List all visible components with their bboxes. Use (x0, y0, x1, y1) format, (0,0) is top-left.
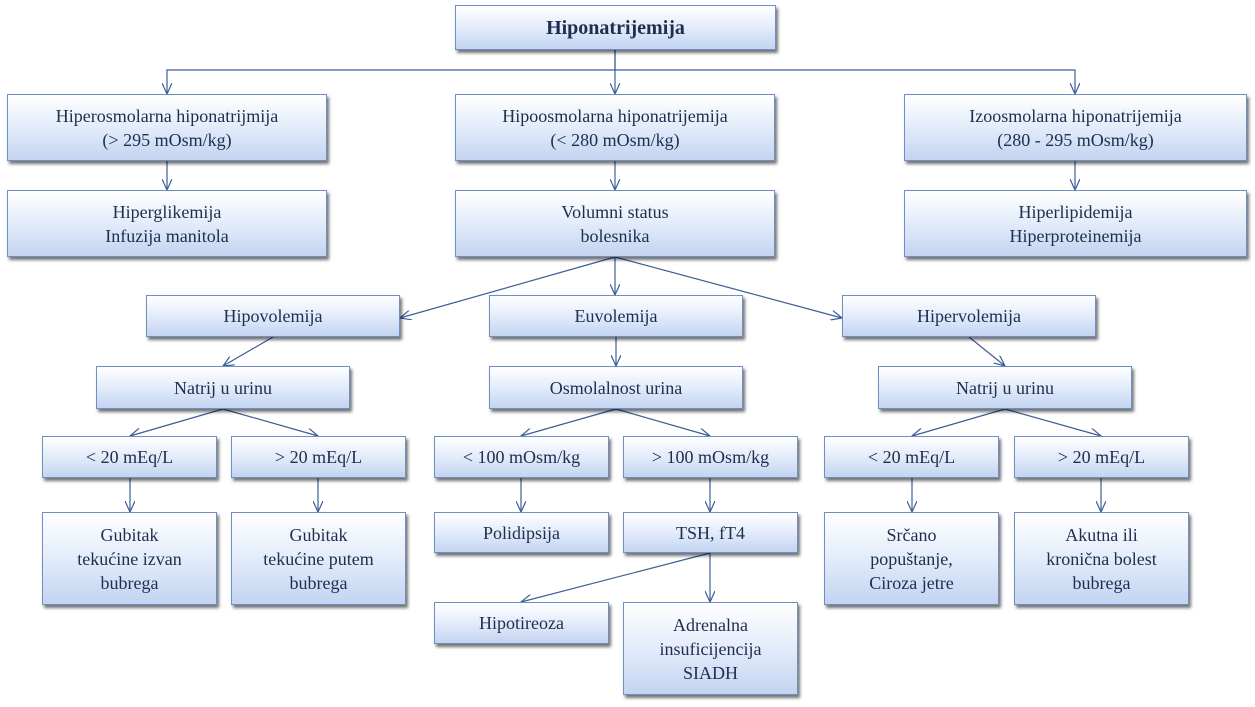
node-gubitak-izvan-bubrega: Gubitak tekućine izvan bubrega (42, 512, 217, 605)
node-text-line: popuštanje, (870, 548, 953, 569)
node-izoosmolarna: Izoosmolarna hiponatrijemija (280 - 295 m… (904, 94, 1247, 161)
node-hipotireoza: Hipotireoza (434, 602, 609, 644)
node-text-line: Hipotireoza (479, 613, 564, 633)
node-text-line: Volumni status (561, 201, 669, 222)
node-text-line: Infuzija manitola (105, 225, 229, 246)
node-text-line: Gubitak (100, 524, 159, 545)
node-text-line: Hiperlipidemija (1018, 201, 1133, 222)
node-text-line: Adrenalna (673, 614, 748, 635)
node-text-line: Izoosmolarna hiponatrijemija (969, 105, 1182, 126)
connector-arrow-root-hyper (167, 50, 616, 94)
node-lt-20-meq-right: < 20 mEq/L (824, 436, 999, 478)
node-text-line: Hiperosmolarna hiponatrijmija (55, 105, 279, 126)
node-text-line: tekućine izvan (77, 548, 182, 569)
node-text-line: > 100 mOsm/kg (651, 447, 770, 467)
node-natrij-u-urinu-right: Natrij u urinu (878, 366, 1132, 409)
node-text-line: Hipovolemija (223, 306, 323, 326)
node-akutna-bolest-bubrega: Akutna ili kronična bolest bubrega (1014, 512, 1189, 605)
node-osmolalnost-urina: Osmolalnost urina (489, 366, 743, 409)
connector-arrow-vol-hypov (400, 256, 616, 318)
connector-arrow-naR-r20 (912, 408, 1006, 436)
node-srcano-popustanje: Srčano popuštanje, Ciroza jetre (824, 512, 999, 605)
node-text-line: Hiperglikemija (112, 201, 222, 222)
node-text-line: bubrega (289, 572, 348, 593)
node-gt-20-meq: > 20 mEq/L (231, 436, 406, 478)
node-text-line: Natrij u urinu (174, 377, 272, 398)
node-hipoosmolarna: Hipoosmolarna hiponatrijemija (< 280 mOsm… (455, 94, 775, 161)
node-text-line: Srčano (886, 524, 937, 545)
node-hipervolemija: Hipervolemija (842, 295, 1096, 337)
connector-arrow-naR-rg20 (1004, 408, 1101, 436)
node-lt-100-mosm: < 100 mOsm/kg (434, 436, 609, 478)
connector-arrow-vol-hyperv (614, 256, 842, 318)
node-lt-20-meq: < 20 mEq/L (42, 436, 217, 478)
node-text-line: bolesnika (580, 225, 650, 246)
node-text-line: Hiperproteinemija (1009, 225, 1142, 246)
node-natrij-u-urinu-left: Natrij u urinu (96, 366, 350, 409)
node-text-line: < 20 mEq/L (85, 447, 174, 467)
connector-arrow-naL-g20 (222, 408, 318, 436)
connector-arrow-osm-g100 (615, 408, 710, 436)
node-text-line: bubrega (100, 572, 159, 593)
node-text-line: Euvolemija (574, 306, 658, 326)
connector-arrow-root-iso (615, 69, 1075, 94)
connector-arrow-hypov-naL (223, 336, 274, 366)
node-hiponatrijemija: Hiponatrijemija (455, 5, 776, 50)
node-text-line: Polidipsija (482, 522, 560, 543)
node-text-line: < 100 mOsm/kg (462, 447, 581, 467)
connector-arrow-tsh-hipot (521, 552, 711, 602)
node-tsh-ft4: TSH, fT4 (623, 512, 798, 553)
node-text-line: < 20 mEq/L (867, 447, 956, 467)
node-text-line: Akutna ili (1065, 524, 1138, 545)
connector-arrow-naL-l20 (130, 408, 224, 436)
connector-arrow-hyperv-naR (968, 336, 1005, 366)
node-text-line: Gubitak (289, 524, 348, 545)
node-text-line: (> 295 mOsm/kg) (102, 129, 232, 150)
connector-arrow-osm-l100 (521, 408, 617, 436)
node-text-line: > 20 mEq/L (1057, 447, 1146, 467)
node-text-line: tekućine putem (263, 548, 374, 569)
node-text-line: (< 280 mOsm/kg) (550, 129, 680, 150)
node-text-line: insuficijencija (659, 638, 762, 659)
node-hiperosmolarna: Hiperosmolarna hiponatrijmija (> 295 mOsm… (7, 94, 327, 161)
node-gt-100-mosm: > 100 mOsm/kg (623, 436, 798, 478)
node-text-line: > 20 mEq/L (274, 447, 363, 467)
node-hipovolemija: Hipovolemija (146, 295, 400, 337)
node-text-line: Hiponatrijemija (546, 16, 685, 39)
node-polidipsija: Polidipsija (434, 512, 609, 553)
node-text-line: Hipervolemija (917, 306, 1021, 326)
node-text-line: SIADH (682, 662, 738, 683)
node-text-line: (280 - 295 mOsm/kg) (997, 129, 1154, 150)
node-text-line: TSH, fT4 (676, 522, 745, 543)
node-text-line: Natrij u urinu (956, 377, 1054, 398)
node-text-line: Ciroza jetre (869, 572, 954, 593)
node-gt-20-meq-right: > 20 mEq/L (1014, 436, 1189, 478)
node-text-line: Osmolalnost urina (549, 377, 683, 398)
node-volumni-status: Volumni status bolesnika (455, 190, 775, 257)
node-euvolemija: Euvolemija (489, 295, 743, 337)
node-gubitak-putem-bubrega: Gubitak tekućine putem bubrega (231, 512, 406, 605)
node-text-line: kronična bolest (1046, 548, 1157, 569)
node-text-line: Hipoosmolarna hiponatrijemija (502, 105, 728, 126)
node-text-line: bubrega (1072, 572, 1131, 593)
